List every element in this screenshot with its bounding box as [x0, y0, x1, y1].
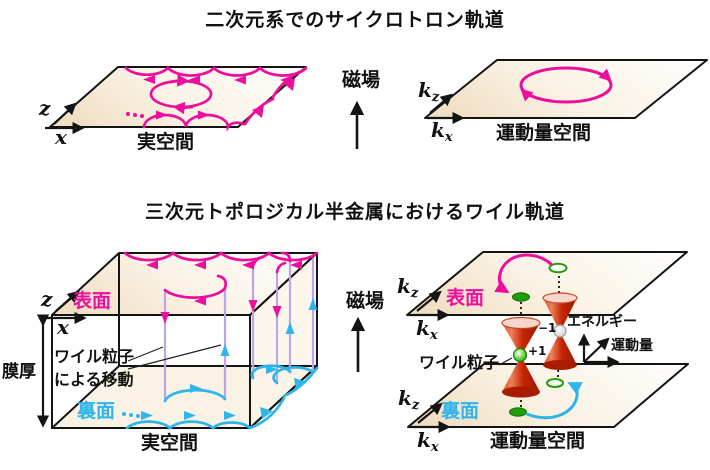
- bottom-surface-skipping-orbits: [122, 364, 319, 430]
- momentum-space-caption-bottom: 運動量空間: [490, 430, 586, 452]
- front-surface-label-weyl: 表面: [446, 287, 485, 309]
- axis-label-kz-top-panel: kz: [418, 78, 440, 105]
- cyclotron-orbit-momentum: [519, 66, 613, 104]
- axis-label-kx-weyl-top: kx: [416, 316, 438, 343]
- magnetic-field-label-top: 磁場: [342, 69, 381, 91]
- thickness-label: 膜厚: [2, 362, 36, 382]
- skipping-orbits-right-edge: [243, 68, 306, 126]
- axis-label-kx-top-panel: kx: [431, 118, 453, 145]
- back-surface-label-slab: 裏面…: [77, 400, 116, 422]
- axis-label-x-slab: x: [57, 315, 69, 339]
- top-surface-skipping-orbits: [123, 251, 319, 306]
- axis-label-x-top: x: [55, 125, 67, 149]
- axis-label-kz-weyl-bottom: kz: [398, 386, 420, 413]
- bottom-title: 三次元トポロジカル半金属におけるワイル軌道: [144, 201, 565, 223]
- weyl-cone-pair-left: [501, 316, 541, 398]
- weyl-momentum-space: [406, 251, 689, 434]
- axis-label-kz-weyl-top: kz: [397, 274, 419, 301]
- momentum-axes: [427, 93, 465, 125]
- momentum-axis-label: 運動量: [611, 338, 653, 354]
- 3d-slab-box: [36, 251, 319, 430]
- fermi-arc-top-surface: [494, 253, 553, 294]
- weyl-label-pointer: [498, 357, 513, 366]
- surface-arc-endpoints: [509, 262, 568, 417]
- cyclotron-orbit-ellipse: [149, 74, 213, 115]
- weyl-tunneling-lines: [160, 257, 318, 403]
- front-surface-label-slab: 表面: [73, 290, 112, 312]
- weyl-node-plus: [512, 347, 528, 363]
- momentum-space-caption-top: 運動量空間: [496, 122, 592, 144]
- 2d-momentum-space-plane: [424, 59, 708, 125]
- momentum-axes-top-plane: [409, 290, 450, 322]
- energy-momentum-axes: [577, 333, 620, 369]
- slab-axes: [46, 290, 87, 325]
- 2d-real-space-plane: [45, 66, 308, 135]
- fermi-arc-bottom-surface: [525, 382, 583, 420]
- back-surface-label-weyl: 裏面: [441, 400, 480, 422]
- axis-label-z-top: z: [39, 96, 51, 120]
- real-space-caption-bottom: 実空間: [141, 432, 199, 454]
- weyl-note-pointer-lines: [127, 344, 222, 370]
- skipping-orbits-bottom-edge: [142, 110, 245, 132]
- weyl-note-line2: による移動: [54, 370, 134, 389]
- axis-label-z-slab: z: [41, 287, 53, 311]
- weyl-cone-pair-right: [542, 292, 578, 370]
- weyl-node-minus: [553, 324, 567, 338]
- chirality-minus-label: −1: [538, 321, 557, 335]
- skipping-orbits-top-edge: [124, 66, 308, 85]
- real-space-axes: [45, 102, 85, 135]
- orbit-ellipsis-dots: [126, 112, 144, 118]
- magnetic-field-label-bottom: 磁場: [346, 290, 385, 312]
- energy-axis-label: エネルギー: [567, 314, 637, 330]
- real-space-caption-top: 実空間: [137, 131, 195, 153]
- top-title: 二次元系でのサイクロトロン軌道: [205, 9, 505, 31]
- momentum-axes-bottom-plane: [410, 402, 451, 434]
- weyl-particle-label: ワイル粒子: [419, 353, 500, 372]
- weyl-note-line1: ワイル粒子: [54, 347, 135, 366]
- axis-label-kx-weyl-bottom: kx: [417, 428, 439, 455]
- chirality-plus-label: +1: [528, 344, 547, 358]
